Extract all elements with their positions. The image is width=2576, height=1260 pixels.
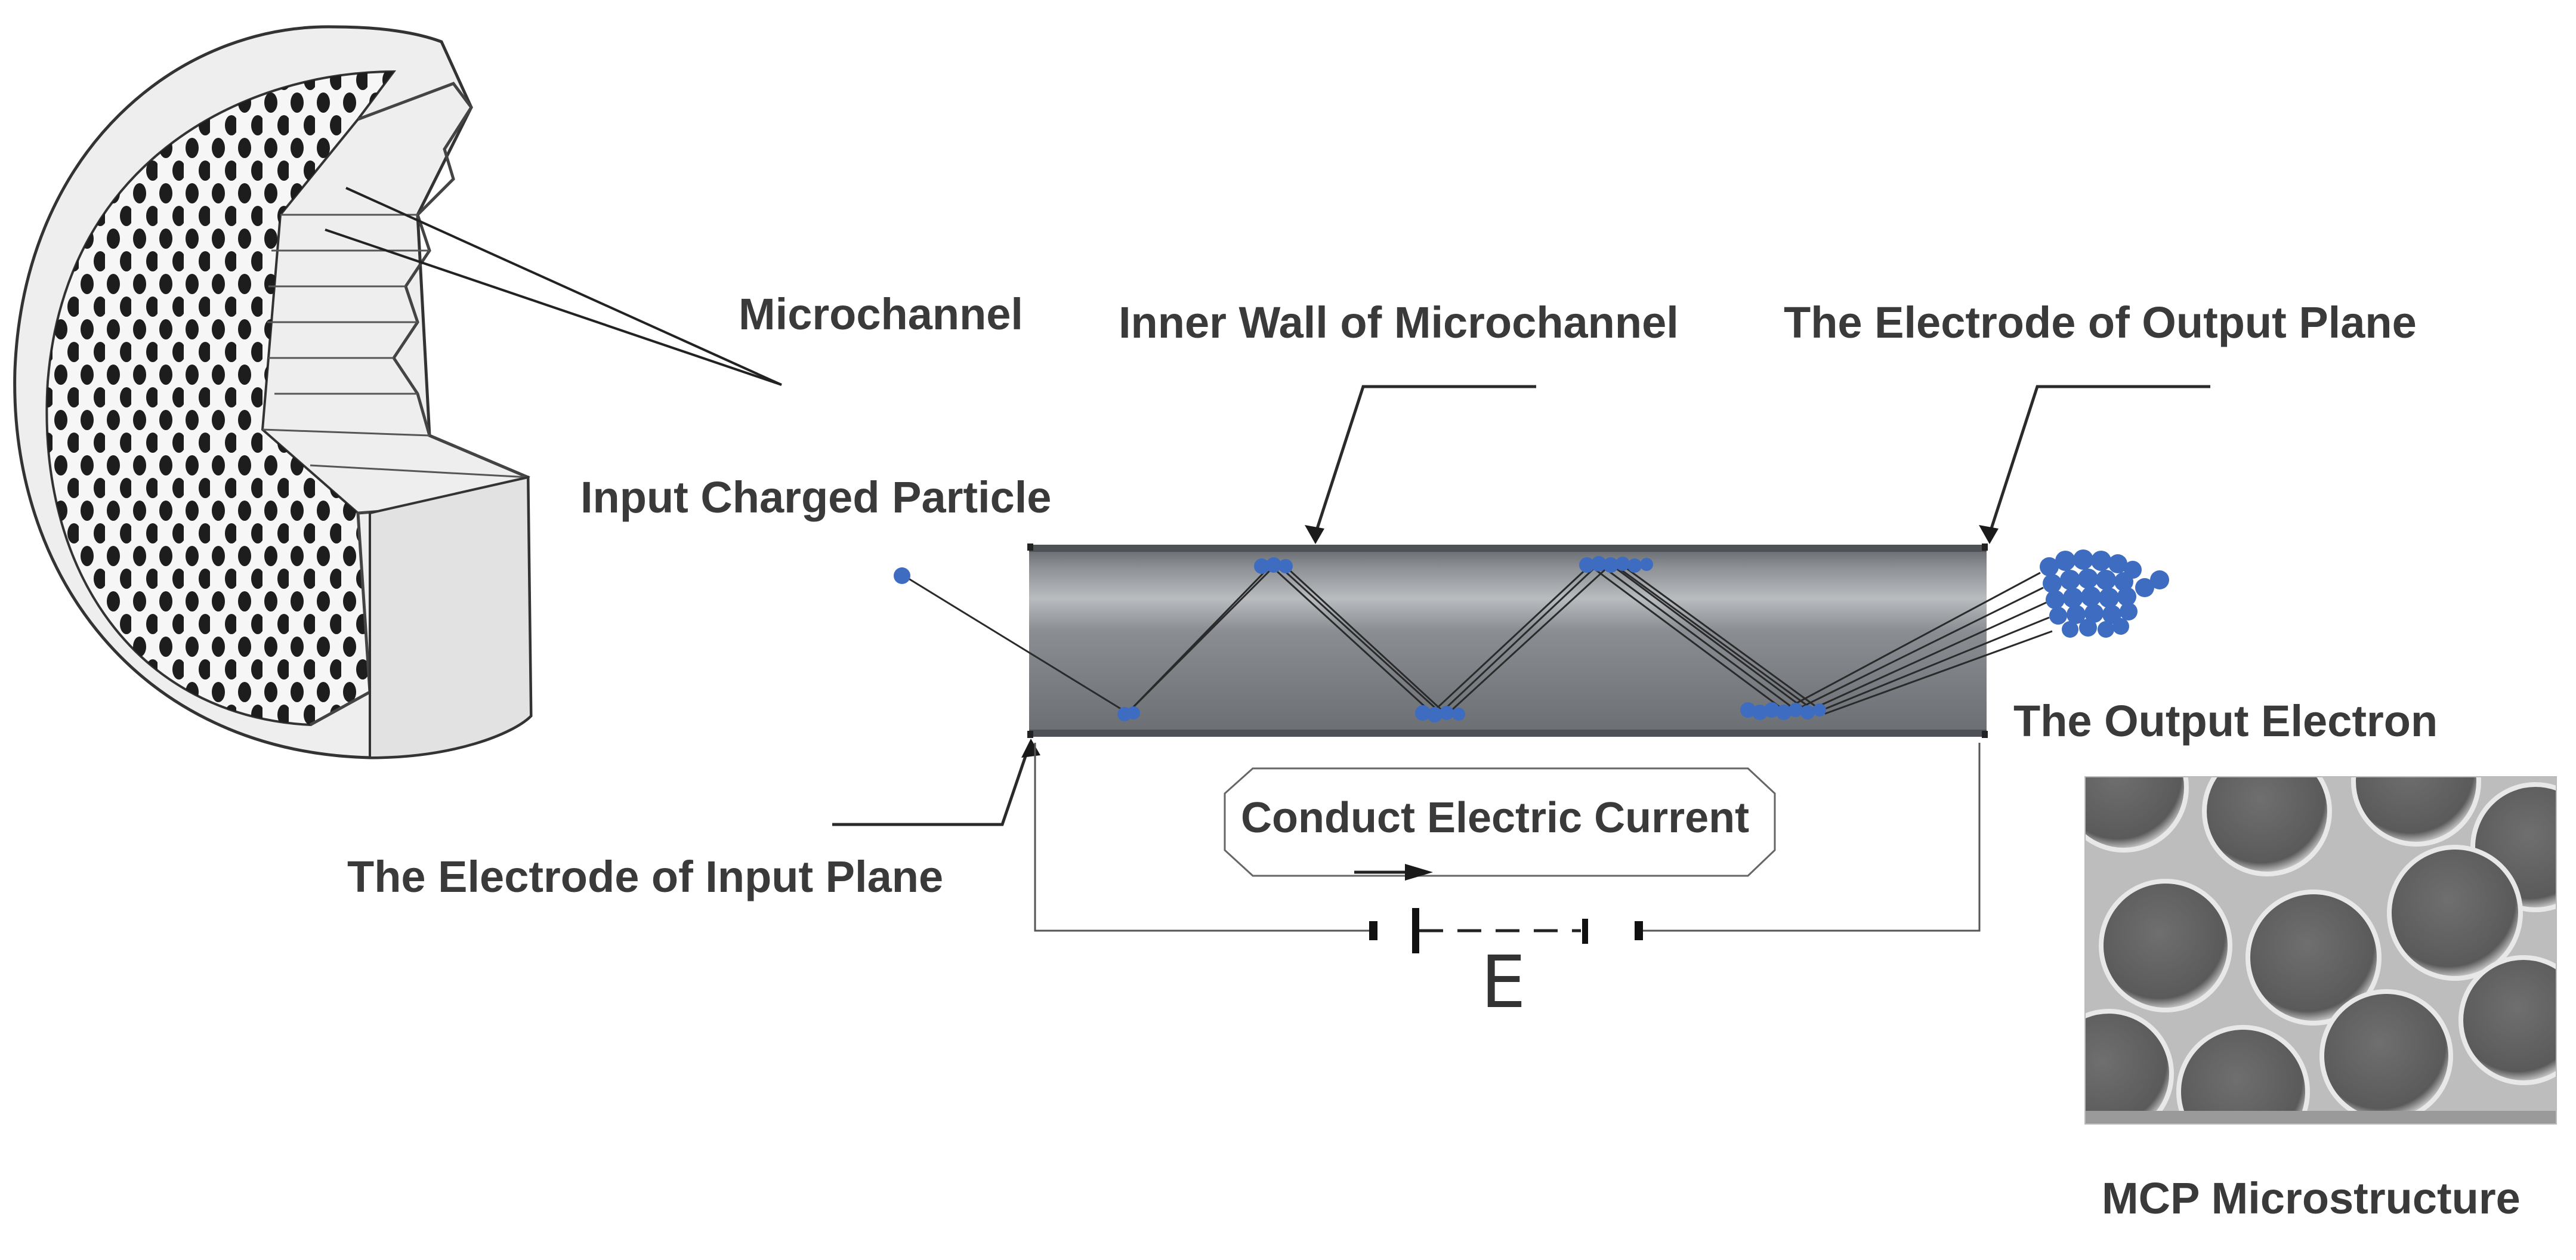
electron-cluster-3 <box>1415 705 1465 722</box>
label-microstructure: MCP Microstructure <box>2102 1173 2521 1223</box>
label-current: Conduct Electric Current <box>1241 794 1750 842</box>
battery-symbol <box>1369 908 1643 953</box>
input-electrode-leader <box>832 745 1031 826</box>
mcp-plate <box>13 25 782 759</box>
electron-cluster-1 <box>1117 706 1140 721</box>
sem-frame <box>2084 776 2557 1125</box>
sem-micrograph <box>2085 777 2556 1124</box>
input-particle-dot <box>894 567 910 584</box>
input-electrode-mark-top <box>1027 543 1033 551</box>
label-microchannel: Microchannel <box>739 289 1023 339</box>
circuit-wire-right <box>1638 743 1981 932</box>
battery-plate-long <box>1412 908 1419 953</box>
electron-cluster-5 <box>1740 702 1826 720</box>
output-electron-cloud <box>2040 549 2169 638</box>
label-inner-wall: Inner Wall of Microchannel <box>1119 298 1679 347</box>
circuit-wire-left <box>1034 743 1372 932</box>
inner-wall-arrowhead <box>1305 525 1324 544</box>
tube-body <box>1029 545 1987 737</box>
mcp-plate-slab <box>369 475 533 759</box>
leader-lines <box>832 385 2210 826</box>
label-output-electron: The Output Electron <box>2013 696 2438 746</box>
tube-bottom-wall <box>1029 730 1987 737</box>
output-electrode-leader <box>1988 385 2210 535</box>
plate-pointer-line-1 <box>345 187 782 386</box>
circuit <box>1034 743 1981 932</box>
electron-cluster-2 <box>1254 557 1293 574</box>
battery-terminal-right <box>1635 921 1643 940</box>
battery-plate-short <box>1582 919 1588 944</box>
microchannel-tube <box>1027 543 1988 738</box>
label-output-electrode: The Electrode of Output Plane <box>1784 298 2417 347</box>
label-battery: E <box>1481 941 1526 1024</box>
plate-pointer-line-2 <box>325 228 782 386</box>
battery-terminal-left <box>1369 921 1377 940</box>
inner-wall-leader <box>1314 385 1536 535</box>
output-electrode-mark-bottom <box>1982 731 1988 738</box>
input-electrode-arrowhead <box>1021 739 1040 758</box>
current-arrow-head <box>1405 864 1433 881</box>
label-input-electrode: The Electrode of Input Plane <box>347 852 944 901</box>
output-electrode-mark-top <box>1982 543 1988 551</box>
output-electrode-arrowhead <box>1979 525 1999 544</box>
current-box <box>1224 767 1776 877</box>
electrons <box>894 549 2169 722</box>
tube-top-wall <box>1029 545 1987 552</box>
input-electrode-mark-bottom <box>1027 731 1033 738</box>
label-input-particle: Input Charged Particle <box>580 472 1052 522</box>
electron-cluster-4 <box>1579 556 1653 573</box>
